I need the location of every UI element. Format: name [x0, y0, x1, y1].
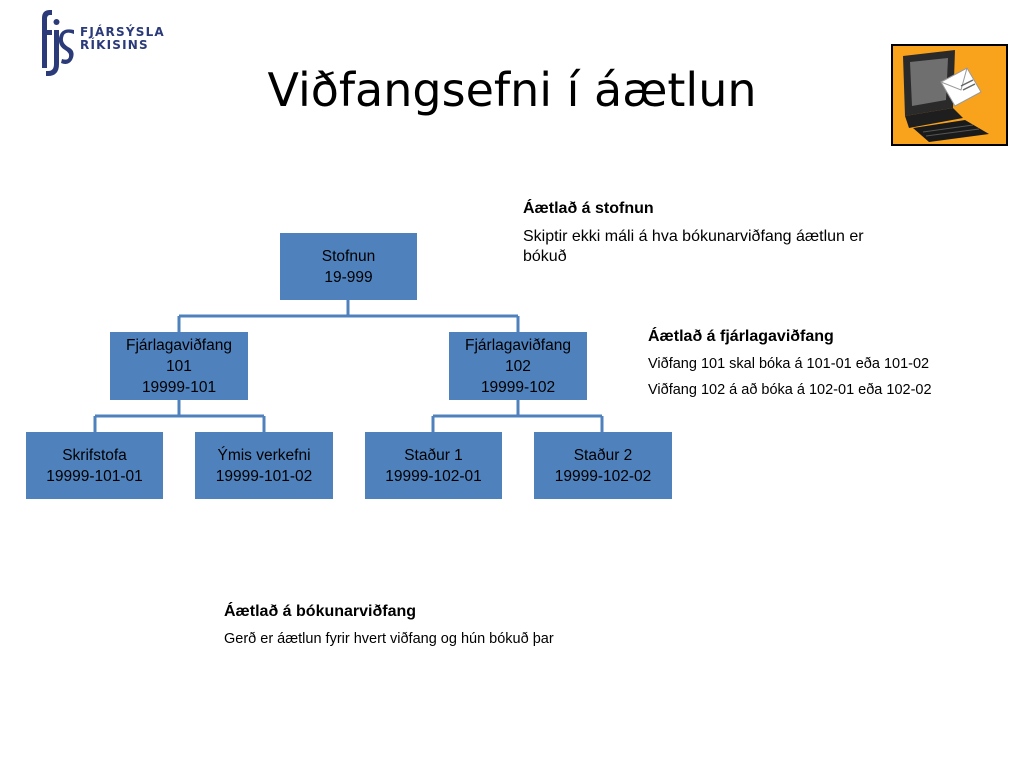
node-stadur-1: Staður 1 19999-102-01 — [365, 432, 502, 499]
node-stadur2-line1: Staður 2 — [573, 446, 633, 464]
node-stadur1-line2: 19999-102-01 — [385, 467, 482, 485]
note-bokunar-heading: Áætlað á bókunarviðfang — [224, 603, 417, 620]
node-102-line3: 19999-102 — [480, 378, 556, 396]
node-ymis-line1: Ýmis verkefni — [217, 446, 311, 464]
page-title: Viðfangsefni í áætlun — [267, 63, 757, 117]
node-stadur-2: Staður 2 19999-102-02 — [534, 432, 672, 499]
node-stadur2-line2: 19999-102-02 — [554, 467, 652, 485]
note-fjarlagavidfang: Áætlað á fjárlagaviðfang Viðfang 101 ska… — [648, 327, 1008, 407]
fjs-logo-mark-icon — [42, 10, 74, 76]
note-fjarlaga-heading: Áætlað á fjárlagaviðfang — [648, 328, 834, 345]
computer-envelope-icon — [891, 44, 1008, 146]
node-skrifstofa-line1: Skrifstofa — [62, 446, 127, 464]
note-fjarlaga-line2: Viðfang 102 á að bóka á 102-01 eða 102-0… — [648, 382, 932, 399]
note-stofnun: Áætlað á stofnun Skiptir ekki máli á hva… — [523, 199, 883, 267]
node-stofnun: Stofnun 19-999 — [280, 233, 417, 300]
node-102-line1: Fjárlagaviðfang — [465, 336, 571, 354]
node-stofnun-line1: Stofnun — [321, 247, 376, 265]
node-101-line1: Fjárlagaviðfang — [126, 336, 232, 354]
node-101-line3: 19999-101 — [141, 378, 217, 396]
node-fjarlagavidfang-101: Fjárlagaviðfang 101 19999-101 — [110, 332, 248, 400]
node-skrifstofa: Skrifstofa 19999-101-01 — [26, 432, 163, 499]
fjs-logo: FJÁRSÝSLA RÍKISINS — [28, 8, 188, 80]
logo-text-line1: FJÁRSÝSLA — [80, 25, 165, 39]
note-bokunarvidfang: Áætlað á bókunarviðfang Gerð er áætlun f… — [224, 602, 724, 656]
node-102-line2: 102 — [505, 357, 531, 375]
node-ymis-verkefni: Ýmis verkefni 19999-101-02 — [195, 432, 333, 499]
note-stofnun-text: Skiptir ekki máli á hva bókunarviðfang á… — [523, 228, 864, 265]
node-fjarlagavidfang-102: Fjárlagaviðfang 102 19999-102 — [449, 332, 587, 400]
node-ymis-line2: 19999-101-02 — [215, 467, 313, 485]
node-stadur1-line1: Staður 1 — [404, 446, 463, 464]
logo-text-line2: RÍKISINS — [80, 38, 149, 52]
note-stofnun-heading: Áætlað á stofnun — [523, 200, 654, 217]
node-stofnun-line2: 19-999 — [324, 268, 373, 286]
note-bokunar-text: Gerð er áætlun fyrir hvert viðfang og hú… — [224, 631, 554, 647]
node-skrifstofa-line2: 19999-101-01 — [46, 467, 143, 485]
note-fjarlaga-line1: Viðfang 101 skal bóka á 101-01 eða 101-0… — [648, 356, 930, 372]
node-101-line2: 101 — [166, 357, 192, 375]
